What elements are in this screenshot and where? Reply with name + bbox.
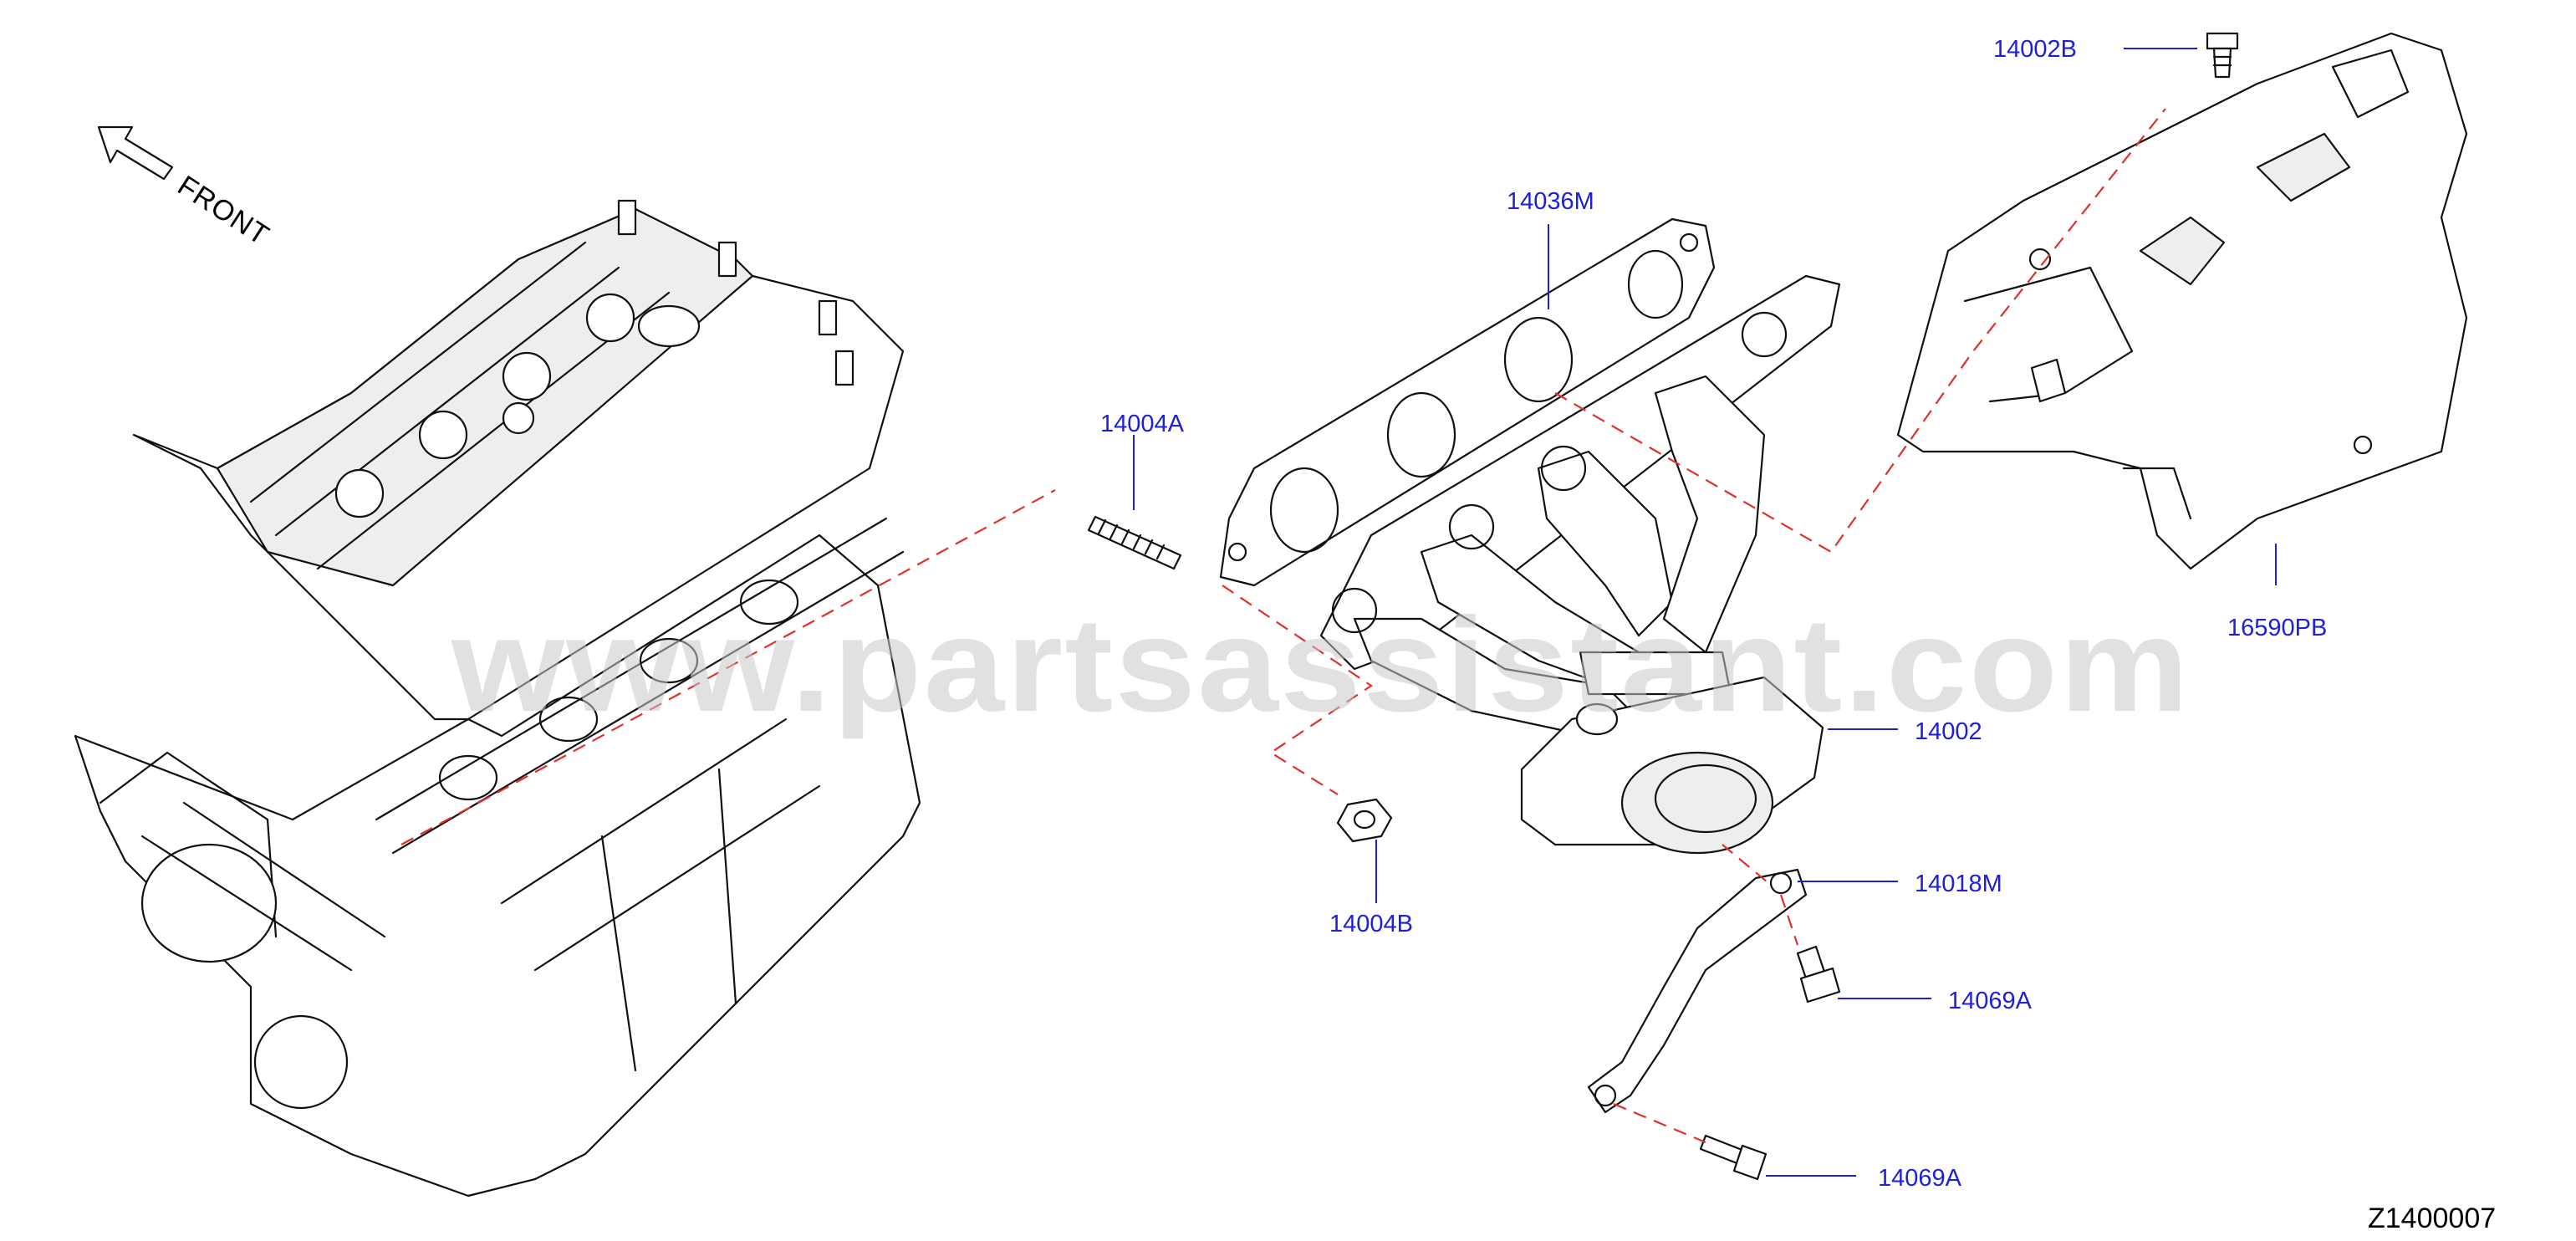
bracket-bolt-lower-illustration xyxy=(1699,1134,1767,1181)
part-label-14004a[interactable]: 14004A xyxy=(1100,411,1185,437)
stud-illustration xyxy=(1087,515,1182,570)
engine-block-illustration xyxy=(74,199,921,1198)
bracket-bolt-upper-illustration xyxy=(1796,945,1841,1004)
front-label: FRONT xyxy=(172,170,275,252)
figure-code: Z1400007 xyxy=(2368,1203,2496,1234)
assembly-alignment-lines xyxy=(400,108,2166,1144)
support-bracket-illustration xyxy=(1587,868,1808,1114)
heat-shield-illustration xyxy=(1896,32,2468,570)
watermark-text: www.partsassistant.com xyxy=(451,590,2191,739)
part-label-14018m[interactable]: 14018M xyxy=(1915,871,2002,897)
part-label-16590pb[interactable]: 16590PB xyxy=(2227,615,2327,641)
part-label-14069a-upper[interactable]: 14069A xyxy=(1948,988,2033,1014)
front-arrow-icon xyxy=(97,125,174,181)
heat-shield-bolt-illustration xyxy=(2206,32,2239,79)
part-label-14002[interactable]: 14002 xyxy=(1915,718,1982,745)
part-label-14002b[interactable]: 14002B xyxy=(1993,36,2077,63)
nut-illustration xyxy=(1336,798,1393,843)
part-label-14069a-lower[interactable]: 14069A xyxy=(1878,1165,1962,1192)
part-label-14004b[interactable]: 14004B xyxy=(1329,911,1413,937)
exhaust-manifold-illustration xyxy=(1319,274,1841,855)
part-label-14036m[interactable]: 14036M xyxy=(1507,188,1594,215)
leader-lines xyxy=(1133,48,2277,1177)
manifold-gasket-illustration xyxy=(1219,217,1716,587)
